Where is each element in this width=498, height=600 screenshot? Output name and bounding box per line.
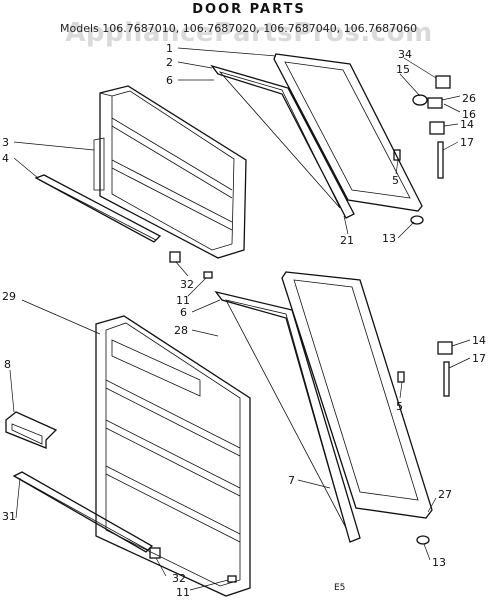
callout: 31: [2, 510, 16, 523]
callout: 6: [180, 306, 187, 319]
callout: 16: [462, 108, 476, 121]
freezer-outer-door-panel: [273, 53, 423, 212]
callout: 1: [166, 42, 173, 55]
callout: 8: [4, 358, 11, 371]
callout-labels: 1 2 6 3 4 34 15 26 16 14 17 5 13 21 32 1…: [2, 42, 486, 599]
callout: 14: [460, 118, 474, 131]
fresh-food-shelf-bar: [12, 471, 154, 553]
callout: 21: [340, 234, 354, 247]
callout: 28: [174, 324, 188, 337]
callout: 17: [472, 352, 486, 365]
callout: 34: [398, 48, 412, 61]
callout: 32: [180, 278, 194, 291]
callout: 29: [2, 290, 16, 303]
dairy-door: [5, 411, 58, 449]
fresh-food-door-liner: [95, 315, 251, 597]
freezer-hinge-hardware: [169, 75, 451, 279]
model-numbers: Models 106.7687010, 106.7687020, 106.768…: [60, 22, 418, 35]
callout: 5: [392, 174, 399, 187]
watermark: AppliancePartsPros.com: [65, 18, 433, 48]
callout: 17: [460, 136, 474, 149]
callout: 4: [2, 152, 9, 165]
callout: 15: [396, 63, 410, 76]
freezer-door-liner: [93, 85, 247, 259]
callout: 13: [432, 556, 446, 569]
freezer-gasket-frame: [210, 64, 355, 219]
callout: 5: [396, 400, 403, 413]
fresh-food-gasket-frame: [214, 290, 361, 543]
fresh-food-hinge-hardware: [149, 341, 453, 583]
callout: 2: [166, 56, 173, 69]
diagram-title: DOOR PARTS: [192, 2, 306, 17]
leader-lines: [9, 47, 471, 591]
callout: 6: [166, 74, 173, 87]
callout: 7: [288, 474, 295, 487]
callout: 26: [462, 92, 476, 105]
callout: 13: [382, 232, 396, 245]
callout: 11: [176, 294, 190, 307]
callout: 3: [2, 136, 9, 149]
freezer-shelf-bar: [34, 174, 162, 243]
callout: 11: [176, 586, 190, 599]
footer-code: E5: [334, 583, 345, 593]
callout: 14: [472, 334, 486, 347]
fresh-food-outer-door-panel: [281, 271, 433, 519]
callout: 32: [172, 572, 186, 585]
callout: 27: [438, 488, 452, 501]
